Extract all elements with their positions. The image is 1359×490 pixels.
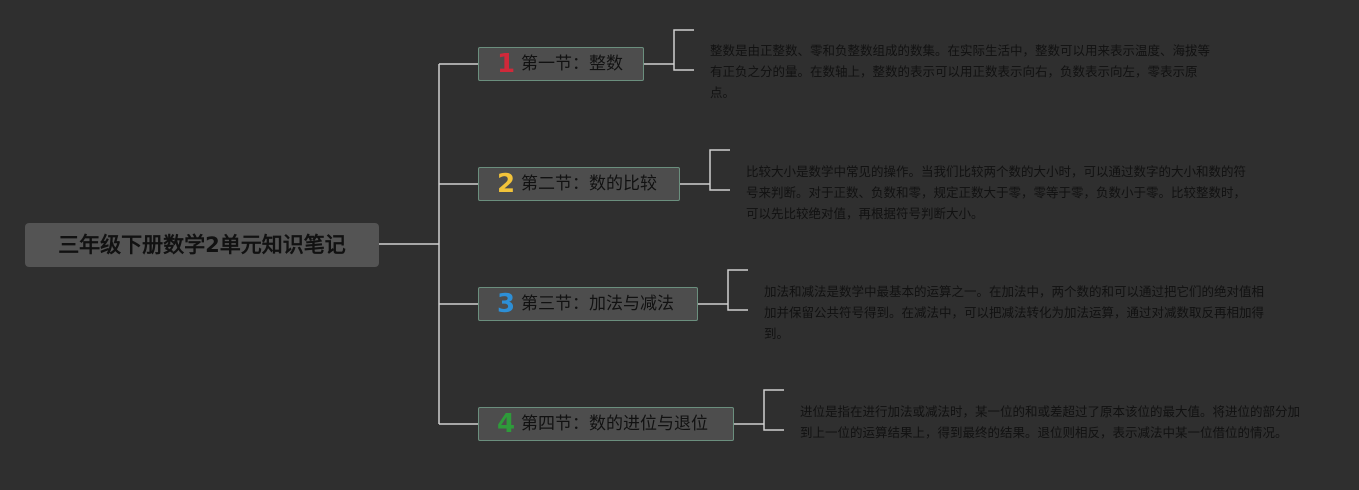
section-1-label: 第一节：整数: [521, 54, 623, 74]
section-3-label: 第三节：加法与减法: [521, 294, 674, 314]
section-2-description: 比较大小是数学中常见的操作。当我们比较两个数的大小时，可以通过数字的大小和数的符…: [746, 164, 1247, 221]
section-4-number: 4: [497, 409, 516, 439]
root-title: 三年级下册数学2单元知识笔记: [58, 233, 346, 257]
section-2-number: 2: [497, 169, 516, 199]
section-3-description: 加法和减法是数学中最基本的运算之一。在加法中，两个数的和可以通过把它们的绝对值相…: [764, 284, 1265, 341]
section-4-description: 进位是指在进行加法或减法时，某一位的和或差超过了原本该位的最大值。将进位的部分加…: [800, 404, 1301, 440]
section-4-label: 第四节：数的进位与退位: [521, 414, 708, 434]
root-topic[interactable]: 三年级下册数学2单元知识笔记: [25, 223, 379, 267]
section-2-label: 第二节：数的比较: [521, 174, 657, 194]
section-1-description: 整数是由正整数、零和负整数组成的数集。在实际生活中，整数可以用来表示温度、海拔等…: [710, 43, 1211, 100]
section-3-number: 3: [497, 289, 516, 319]
section-1-number: 1: [497, 49, 516, 79]
